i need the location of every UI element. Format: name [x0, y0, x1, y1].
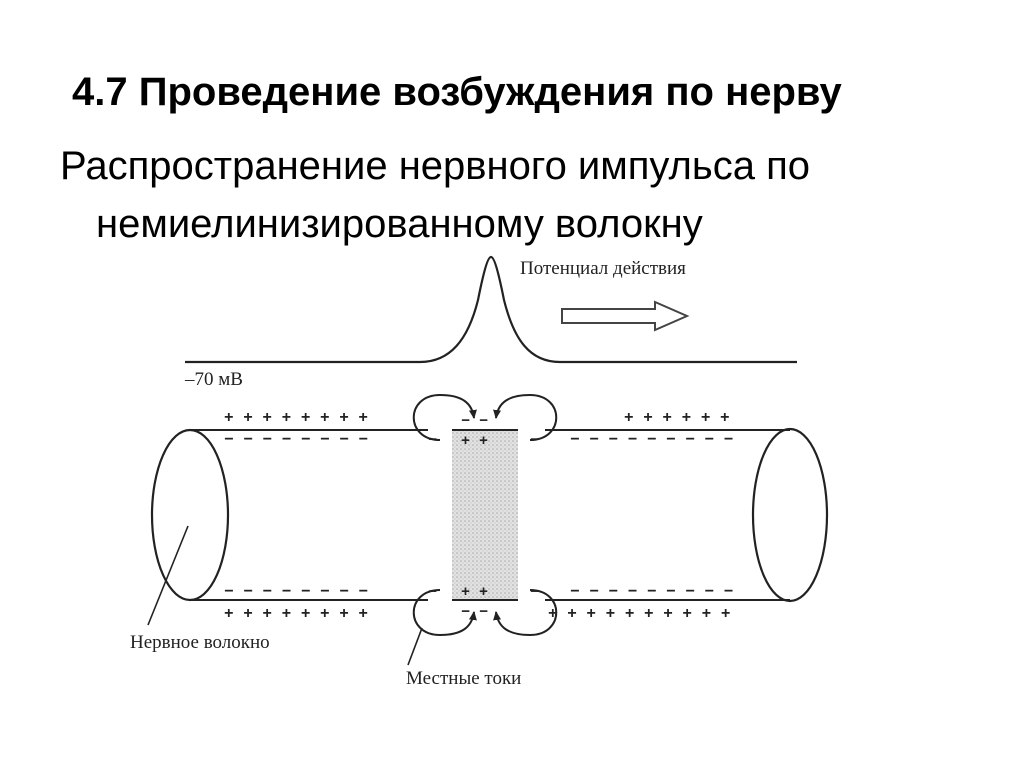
- charges-active-top-inner: + +: [461, 433, 488, 450]
- action-potential-label: Потенциал действия: [520, 258, 686, 279]
- charges-outer-bottom-left: + + + + + + + +: [224, 605, 368, 623]
- active-zone: [452, 430, 518, 600]
- charges-outer-bottom-right: + + + + + + + + + +: [548, 605, 730, 623]
- nerve-fiber-label: Нервное волокно: [130, 632, 270, 653]
- local-currents-label: Местные токи: [406, 668, 521, 689]
- charges-inner-bottom-right: − − − − − − − − −: [570, 583, 733, 601]
- fiber-left-end-back: [190, 430, 228, 600]
- fiber-left-end: [152, 430, 190, 600]
- charges-inner-top-right: − − − − − − − − −: [570, 431, 733, 449]
- charges-active-bottom-inner: + +: [461, 584, 488, 601]
- action-potential-curve: [185, 257, 797, 362]
- charge-loop-bottom-right: −: [530, 584, 539, 601]
- charges-outer-top-left: + + + + + + + +: [224, 409, 368, 427]
- charges-outer-top-right: + + + + + +: [624, 409, 730, 427]
- fiber-right-end: [753, 429, 827, 601]
- local-currents-pointer: [408, 628, 422, 665]
- charges-inner-top-left: − − − − − − − −: [224, 431, 368, 449]
- charges-inner-bottom-left: − − − − − − − −: [224, 583, 368, 601]
- direction-arrow-icon: [562, 302, 687, 330]
- resting-potential-label: –70 мВ: [184, 369, 243, 390]
